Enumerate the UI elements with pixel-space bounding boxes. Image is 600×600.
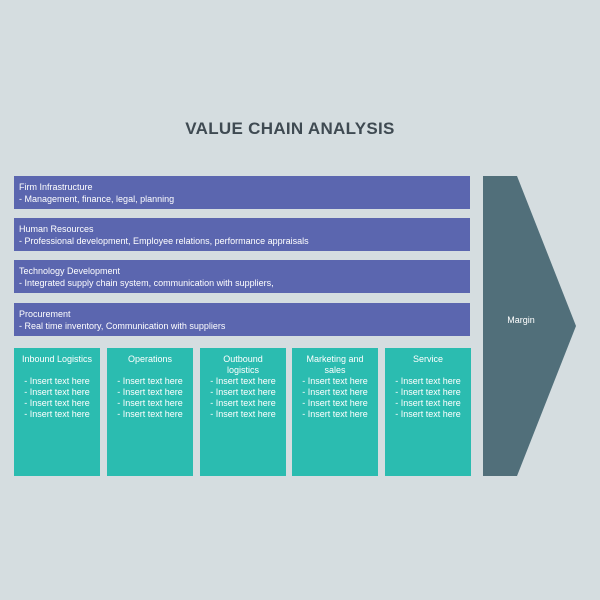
primary-activity-item: - Insert text here <box>117 409 183 419</box>
support-activity-description: - Integrated supply chain system, commun… <box>19 278 274 288</box>
support-activity-title: Technology Development <box>19 266 121 276</box>
primary-activity-marketing-and-sales: Marketing and sales - Insert text here -… <box>292 348 378 476</box>
primary-activity-item: - Insert text here <box>117 376 183 386</box>
primary-activity-inbound-logistics: Inbound Logistics - Insert text here - I… <box>14 348 100 476</box>
support-activity-description: - Professional development, Employee rel… <box>19 236 309 246</box>
primary-activity-item: - Insert text here <box>117 387 183 397</box>
support-activity-title: Firm Infrastructure <box>19 182 93 192</box>
support-activity-human-resources: Human Resources - Professional developme… <box>14 218 470 251</box>
primary-activity-item: - Insert text here <box>24 376 90 386</box>
primary-activity-title: Marketing and sales <box>306 354 364 375</box>
diagram-title: VALUE CHAIN ANALYSIS <box>185 119 395 138</box>
support-activity-description: - Management, finance, legal, planning <box>19 194 175 204</box>
primary-activity-outbound-logistics: Outbound logistics - Insert text here - … <box>200 348 286 476</box>
primary-activity-item: - Insert text here <box>395 376 461 386</box>
support-activity-firm-infrastructure: Firm Infrastructure - Management, financ… <box>14 176 470 209</box>
support-activity-description: - Real time inventory, Communication wit… <box>19 321 226 331</box>
primary-activity-item: - Insert text here <box>210 398 276 408</box>
primary-activity-item: - Insert text here <box>210 376 276 386</box>
margin-label: Margin <box>507 315 535 325</box>
support-activity-title: Procurement <box>19 309 71 319</box>
primary-activity-operations: Operations - Insert text here - Insert t… <box>107 348 193 476</box>
primary-activity-item: - Insert text here <box>24 387 90 397</box>
primary-activity-item: - Insert text here <box>24 409 90 419</box>
primary-activity-service: Service - Insert text here - Insert text… <box>385 348 471 476</box>
support-activity-title: Human Resources <box>19 224 94 234</box>
primary-activity-title: Inbound Logistics <box>21 354 93 364</box>
primary-activity-item: - Insert text here <box>395 387 461 397</box>
primary-activity-item: - Insert text here <box>302 376 368 386</box>
primary-activity-item: - Insert text here <box>210 409 276 419</box>
primary-activity-item: - Insert text here <box>302 409 368 419</box>
primary-activity-item: - Insert text here <box>302 398 368 408</box>
primary-activity-item: - Insert text here <box>24 398 90 408</box>
primary-activity-item: - Insert text here <box>210 387 276 397</box>
primary-activity-title: Outbound logistics <box>223 354 263 375</box>
support-activity-technology-development: Technology Development - Integrated supp… <box>14 260 470 293</box>
primary-activity-title: Operations <box>127 354 173 364</box>
support-activity-procurement: Procurement - Real time inventory, Commu… <box>14 303 470 336</box>
margin-arrow-shape <box>483 176 576 476</box>
primary-activity-item: - Insert text here <box>117 398 183 408</box>
margin-arrow <box>483 176 576 476</box>
primary-activity-item: - Insert text here <box>302 387 368 397</box>
primary-activity-item: - Insert text here <box>395 409 461 419</box>
primary-activity-title: Service <box>412 354 443 364</box>
primary-activity-item: - Insert text here <box>395 398 461 408</box>
